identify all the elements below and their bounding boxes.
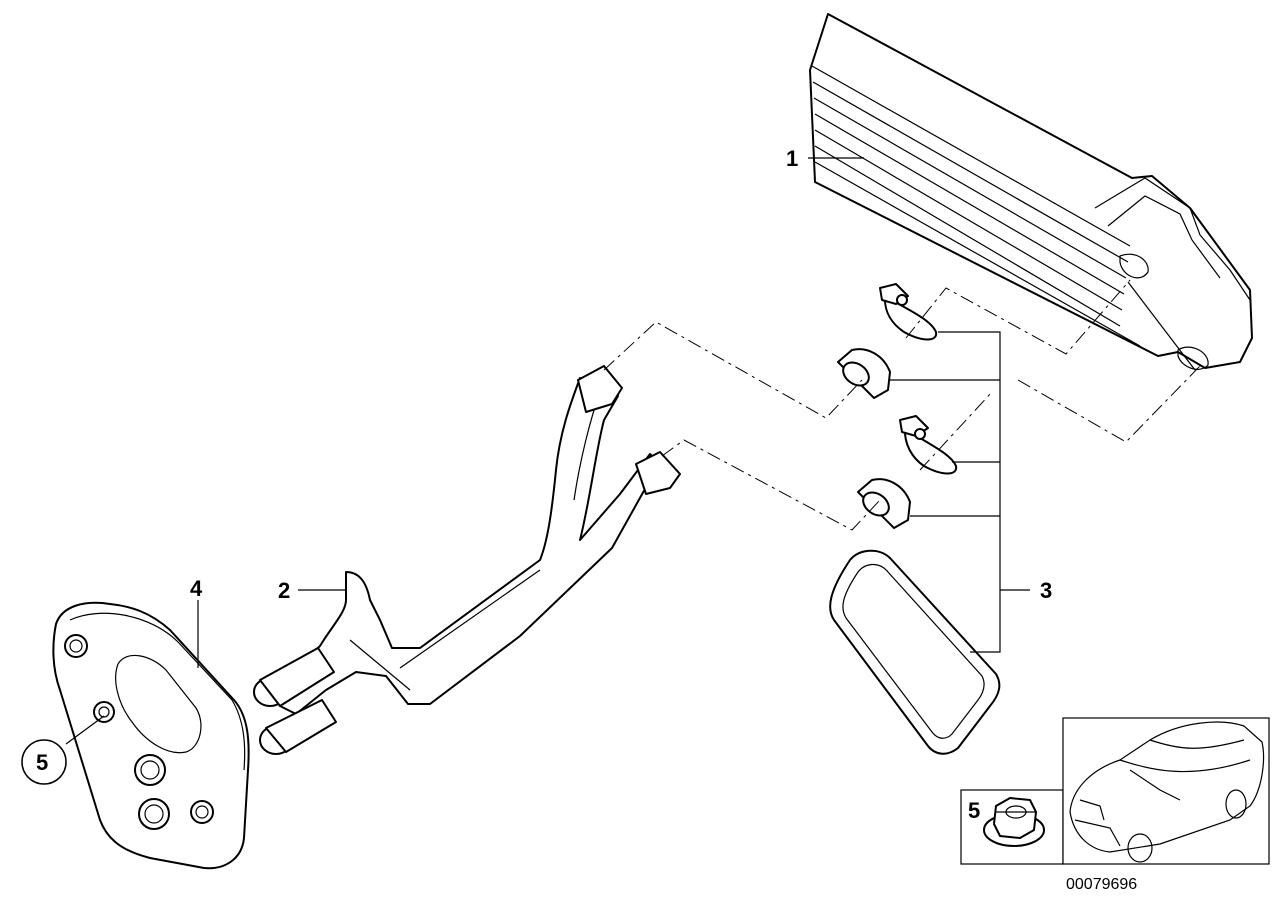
callout-3: 3 <box>1040 578 1052 603</box>
callout-3-bracket <box>890 331 1030 653</box>
leader-lines <box>65 157 864 745</box>
callout-5: 5 <box>36 750 48 775</box>
assembly-lines <box>603 279 1201 531</box>
nut-inset[interactable]: 5 <box>960 789 1064 865</box>
bracket[interactable] <box>52 601 250 870</box>
callout-2: 2 <box>278 578 290 603</box>
diagram-reference-number: 00079696 <box>1066 876 1137 893</box>
gasket-frame <box>829 549 1001 755</box>
hex-nut-icon <box>983 797 1045 847</box>
heater-core[interactable] <box>809 13 1253 371</box>
seal-kit[interactable] <box>829 283 1001 755</box>
vehicle-inset <box>1062 717 1270 865</box>
car-outline-icon <box>1069 721 1265 863</box>
callout-5-circle: 5 <box>21 739 67 785</box>
clamp-upper <box>879 283 938 341</box>
callout-1: 1 <box>786 146 798 171</box>
callout-4: 4 <box>190 576 203 601</box>
inset-callout-5: 5 <box>968 798 980 823</box>
pipes[interactable] <box>253 365 681 755</box>
seal-ring-upper <box>837 348 891 399</box>
clamp-lower <box>899 415 958 475</box>
seal-ring-lower <box>857 478 911 529</box>
